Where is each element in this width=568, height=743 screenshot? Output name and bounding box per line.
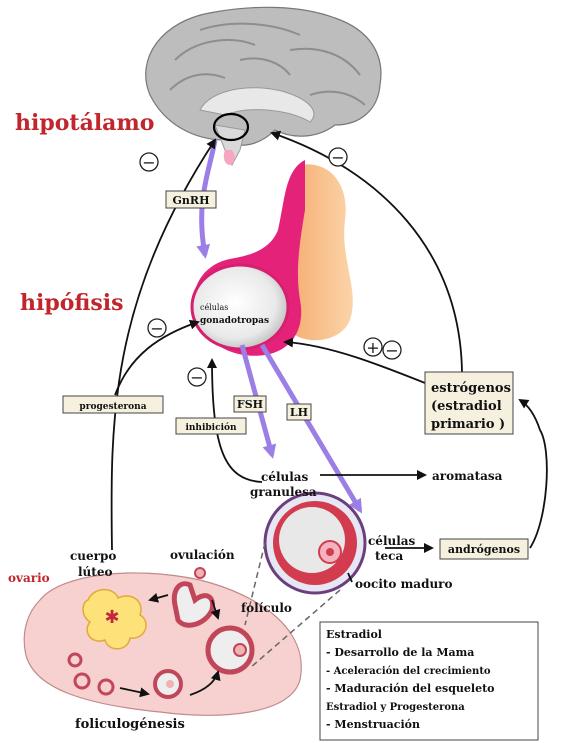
progesterone-label-box: progesterona: [63, 396, 163, 413]
follicle-label: folículo: [241, 601, 292, 615]
svg-text:andrógenos: andrógenos: [448, 543, 520, 556]
svg-text:(estradiol: (estradiol: [431, 399, 502, 414]
androgens-label-box: andrógenos: [440, 539, 528, 559]
aromatase-label: aromatasa: [432, 469, 503, 483]
effects-item: - Desarrollo de la Mama: [326, 646, 474, 659]
feedback-minus-pituitary-left: −: [148, 319, 166, 338]
svg-text:primario ): primario ): [431, 417, 505, 432]
pituitary-gland: [192, 160, 353, 356]
ovary-illustration: ✱: [24, 568, 301, 715]
folliculogenesis-label: foliculogénesis: [75, 717, 185, 732]
granulosa-label-line2: granulesa: [250, 485, 317, 499]
effects-heading-estradiol-progesterone: Estradiol y Progesterona: [326, 702, 465, 713]
svg-text:LH: LH: [290, 406, 308, 419]
svg-text:−: −: [190, 368, 203, 387]
estrogens-to-pituitary-arrow: [285, 342, 430, 385]
svg-text:−: −: [142, 153, 155, 172]
svg-text:−: −: [331, 148, 344, 167]
feedback-minus-hypothalamus-right: −: [329, 148, 347, 167]
granulosa-label-line1: células: [261, 470, 309, 484]
effects-heading-estradiol: Estradiol: [326, 628, 382, 641]
corpus-luteum-label-line2: lúteo: [78, 565, 112, 579]
feedback-minus-inhibition: −: [188, 368, 206, 387]
growing-follicle: [208, 628, 252, 672]
feedback-plus-estrogens: +: [364, 338, 382, 357]
mature-oocyte-label: oocito maduro: [355, 577, 453, 591]
effects-item: - Maduración del esqueleto: [326, 682, 495, 695]
svg-text:FSH: FSH: [237, 398, 263, 411]
theca-label-line2: teca: [375, 549, 403, 563]
fsh-label-box: FSH: [234, 396, 266, 412]
svg-text:−: −: [150, 319, 163, 338]
effects-item: - Aceleración del crecimiento: [326, 666, 491, 677]
svg-text:estrógenos: estrógenos: [431, 381, 511, 396]
theca-label-line1: células: [368, 534, 416, 548]
effects-box: Estradiol - Desarrollo de la Mama - Acel…: [320, 622, 538, 740]
svg-text:✱: ✱: [104, 607, 119, 628]
svg-text:+: +: [366, 338, 379, 357]
svg-text:inhibición: inhibición: [185, 422, 237, 433]
gnrh-label-box: GnRH: [166, 191, 216, 208]
brain-illustration: [146, 7, 381, 165]
svg-text:progesterona: progesterona: [79, 402, 146, 412]
pituitary-title: hipófisis: [20, 290, 124, 316]
svg-text:−: −: [385, 341, 398, 360]
ovary-title: ovario: [8, 571, 50, 585]
gonadotropes-label-line2: gonadotropas: [200, 316, 269, 326]
estrogens-label-box: estrógenos (estradiol primario ): [425, 372, 513, 434]
feedback-minus-hypothalamus-left: −: [140, 153, 158, 172]
lh-label-box: LH: [287, 404, 311, 420]
ovulation-label: ovulación: [170, 548, 235, 562]
effects-item: - Menstruación: [326, 718, 420, 731]
androgens-to-estrogens-arrow: [520, 400, 547, 548]
gonadotropes-label-line1: células: [200, 303, 228, 312]
svg-text:GnRH: GnRH: [173, 194, 210, 207]
inhibition-label-box: inhibición: [176, 418, 246, 434]
hypothalamus-title: hipotálamo: [15, 110, 154, 136]
corpus-luteum-label-line1: cuerpo: [70, 549, 116, 563]
feedback-minus-estrogens: −: [383, 341, 401, 360]
